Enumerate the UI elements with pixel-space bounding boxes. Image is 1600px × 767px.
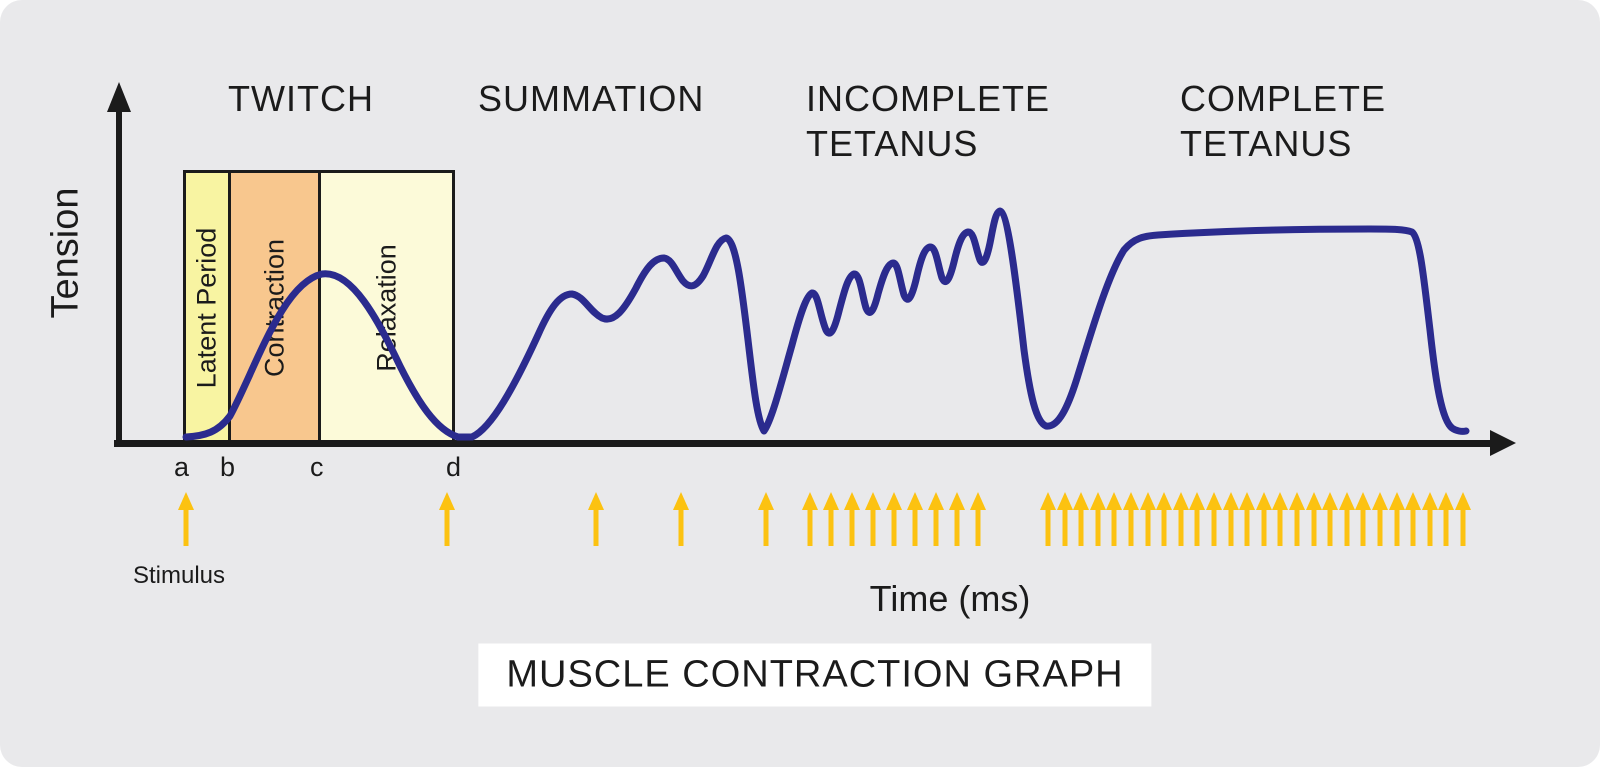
stimulus-arrow-icon: [1355, 492, 1371, 546]
stimulus-arrow-icon: [1090, 492, 1106, 546]
stimulus-arrow-icon: [823, 492, 839, 546]
stimulus-arrow-icon: [1372, 492, 1388, 546]
section-title-incomplete-tetanus: INCOMPLETE TETANUS: [806, 78, 1051, 164]
stimulus-arrow-icon: [673, 492, 689, 546]
stimulus-arrow-icon: [886, 492, 902, 546]
tick-label-b: b: [220, 452, 236, 482]
tick-label-c: c: [310, 452, 324, 482]
stimulus-arrow-icon: [802, 492, 818, 546]
y-axis-label: Tension: [44, 187, 87, 319]
stimulus-arrow-icon: [949, 492, 965, 546]
stimulus-arrow-icon: [1405, 492, 1421, 546]
x-axis-label: Time (ms): [869, 578, 1031, 619]
stimulus-arrow-icon: [1189, 492, 1205, 546]
section-title-summation: SUMMATION: [478, 78, 705, 119]
stimulus-arrow-icon: [1206, 492, 1222, 546]
stimulus-arrow-icon: [1389, 492, 1405, 546]
graph-title: MUSCLE CONTRACTION GRAPH: [478, 643, 1152, 707]
stimulus-arrow-icon: [178, 492, 194, 546]
stimulus-arrow-icon: [1455, 492, 1471, 546]
stimulus-arrow-icon: [928, 492, 944, 546]
tick-label-d: d: [446, 452, 462, 482]
stimulus-arrow-icon: [907, 492, 923, 546]
stimulus-arrow-icon: [1123, 492, 1139, 546]
stimulus-arrow-icon: [1256, 492, 1272, 546]
section-title-complete-tetanus: COMPLETE TETANUS: [1180, 78, 1387, 164]
stimulus-arrow-icon: [970, 492, 986, 546]
stimulus-arrow-icon: [1173, 492, 1189, 546]
stimulus-arrow-icon: [1272, 492, 1288, 546]
stimulus-arrow-icon: [1106, 492, 1122, 546]
stimulus-arrow-icon: [1040, 492, 1056, 546]
stimulus-arrow-icon: [1156, 492, 1172, 546]
section-title-twitch: TWITCH: [228, 78, 374, 119]
stimulus-arrow-icon: [1339, 492, 1355, 546]
stimulus-arrow-icon: [758, 492, 774, 546]
stimulus-arrow-icon: [1073, 492, 1089, 546]
stimulus-arrow-icon: [1422, 492, 1438, 546]
stimulus-arrow-icon: [1438, 492, 1454, 546]
stimulus-arrow-icon: [439, 492, 455, 546]
tick-label-a: a: [174, 452, 190, 482]
stimulus-arrow-icon: [1322, 492, 1338, 546]
stimulus-arrow-icon: [1239, 492, 1255, 546]
stimulus-arrow-icon: [1223, 492, 1239, 546]
stimulus-arrow-icon: [865, 492, 881, 546]
stimulus-label: Stimulus: [133, 562, 226, 589]
stimulus-arrow-icon: [844, 492, 860, 546]
stimulus-arrow-icon: [588, 492, 604, 546]
stimulus-arrow-icon: [1289, 492, 1305, 546]
stimulus-arrow-icon: [1306, 492, 1322, 546]
stimulus-arrow-icon: [1140, 492, 1156, 546]
stimulus-arrow-icon: [1057, 492, 1073, 546]
